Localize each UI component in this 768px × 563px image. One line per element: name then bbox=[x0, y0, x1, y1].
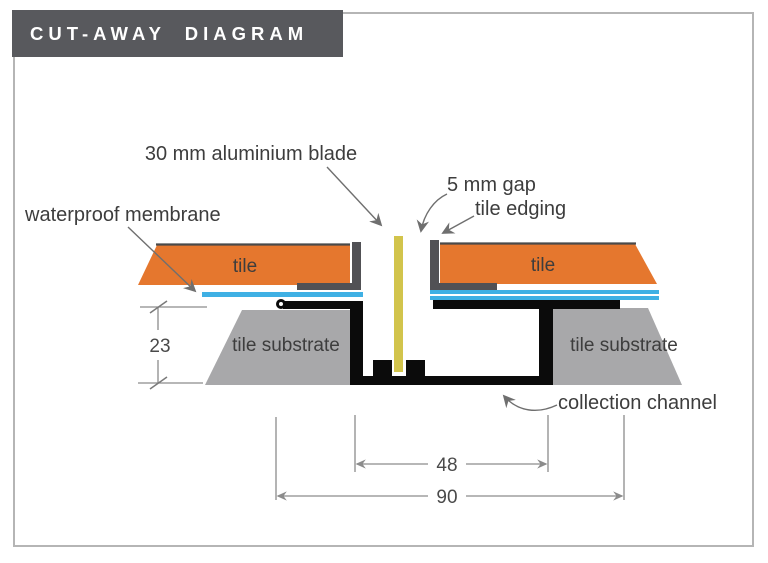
channel-left-block bbox=[373, 360, 392, 378]
tile-right-label: tile bbox=[531, 255, 555, 276]
substrate-left-label: tile substrate bbox=[232, 335, 340, 356]
channel-flange-hook bbox=[276, 299, 286, 309]
membrane-arrow bbox=[127, 226, 197, 293]
left-tile-edging-shape bbox=[297, 242, 361, 290]
channel-left-wall bbox=[350, 301, 363, 385]
channel-right-flange bbox=[433, 300, 620, 309]
membrane-right-bottom-shape bbox=[430, 296, 659, 300]
channel-left-flange bbox=[283, 301, 363, 309]
edging-arrow bbox=[441, 215, 475, 234]
page-title: CUT-AWAY DIAGRAM bbox=[30, 23, 308, 44]
membrane-label: waterproof membrane bbox=[24, 204, 221, 226]
dim-48-value: 48 bbox=[436, 455, 457, 476]
blade-arrow bbox=[326, 166, 383, 227]
dim-90-value: 90 bbox=[436, 487, 457, 508]
channel-right-wall bbox=[539, 300, 553, 385]
title-bar bbox=[12, 10, 343, 57]
leader-arrows bbox=[127, 166, 558, 412]
membrane-left-shape bbox=[202, 292, 363, 297]
gap-label: 5 mm gap bbox=[447, 174, 536, 196]
substrates bbox=[205, 308, 682, 385]
tile-edgings bbox=[297, 240, 497, 290]
edging-label: tile edging bbox=[475, 198, 566, 220]
channel-right-block bbox=[406, 360, 425, 378]
gap-arrow bbox=[416, 193, 448, 233]
page-border bbox=[13, 12, 754, 547]
right-substrate-shape bbox=[551, 308, 682, 385]
tiles bbox=[138, 244, 657, 285]
membrane-right-top-shape bbox=[430, 290, 659, 294]
dim-23-slash-top bbox=[149, 300, 168, 314]
waterproof-membrane bbox=[202, 290, 659, 300]
right-tile-shape bbox=[440, 244, 657, 284]
left-substrate-shape bbox=[205, 310, 351, 385]
tile-left-label: tile bbox=[233, 256, 257, 277]
dimension-channel-width bbox=[354, 415, 549, 472]
dim-23-slash-bottom bbox=[149, 376, 168, 390]
collection-channel-shape bbox=[283, 300, 620, 385]
channel-bottom bbox=[350, 376, 553, 385]
channel-arrow bbox=[502, 394, 558, 412]
blade-label: 30 mm aluminium blade bbox=[145, 143, 357, 165]
dimension-values: 23 48 90 bbox=[149, 336, 457, 508]
dimension-overall-width bbox=[275, 415, 625, 501]
diagram-labels: 30 mm aluminium blade waterproof membran… bbox=[24, 143, 717, 414]
substrate-right-label: tile substrate bbox=[570, 335, 678, 356]
channel-label: collection channel bbox=[558, 392, 717, 414]
dim-23-value: 23 bbox=[149, 336, 170, 357]
dimension-depth bbox=[138, 300, 207, 390]
left-tile-shape bbox=[138, 245, 350, 285]
right-tile-edging-shape bbox=[430, 240, 497, 290]
blade-shape bbox=[394, 236, 403, 372]
